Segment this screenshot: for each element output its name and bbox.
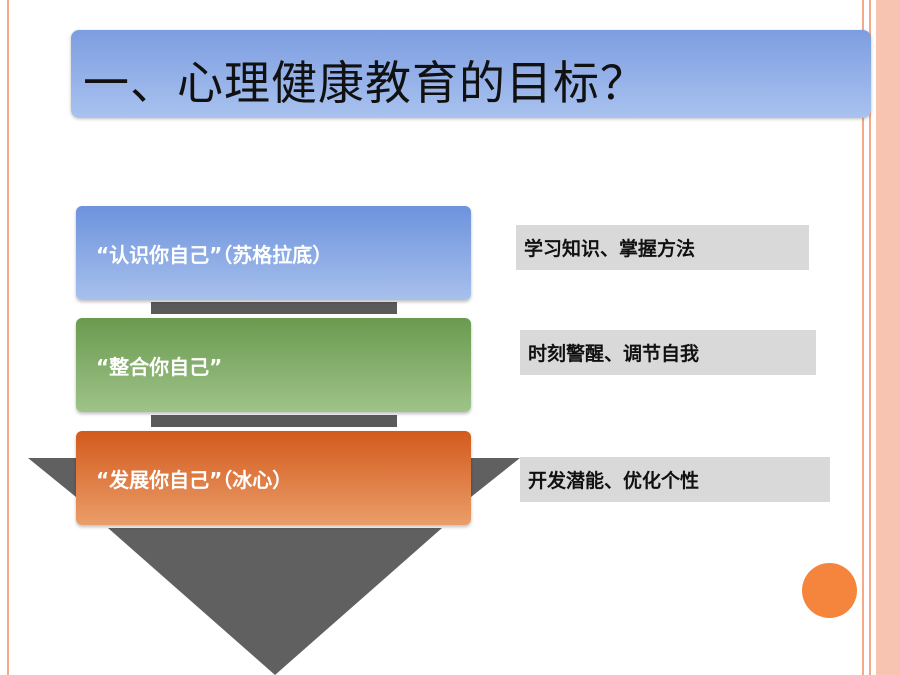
note-text: 开发潜能、优化个性 (528, 470, 700, 492)
title-bar (71, 30, 871, 118)
left-border-line (7, 0, 9, 675)
level-integrate-yourself: “整合你自己” (76, 318, 471, 412)
accent-circle (802, 563, 857, 618)
right-border-band (876, 0, 900, 675)
note-self-regulation: 时刻警醒、调节自我 (520, 330, 816, 375)
note-develop-potential: 开发潜能、优化个性 (520, 457, 830, 502)
right-border-line-1 (862, 0, 864, 675)
note-text: 时刻警醒、调节自我 (528, 343, 700, 365)
connector-bar-1 (151, 302, 397, 314)
note-learn-knowledge: 学习知识、掌握方法 (516, 225, 809, 270)
note-text: 学习知识、掌握方法 (524, 238, 696, 260)
level-develop-yourself: “发展你自己”（冰心） (76, 431, 471, 525)
level-label: “认识你自己”（苏格拉底） (96, 242, 333, 267)
slide-title: 一、心理健康教育的目标？ (83, 56, 647, 110)
connector-bar-2 (151, 415, 397, 427)
level-label: “整合你自己” (96, 354, 223, 379)
right-border-line-2 (869, 0, 871, 675)
funnel-right-wing (471, 458, 520, 497)
funnel-left-wing (28, 458, 76, 497)
level-label: “发展你自己”（冰心） (96, 467, 293, 492)
funnel-bottom-triangle (108, 528, 442, 675)
level-know-yourself: “认识你自己”（苏格拉底） (76, 206, 471, 300)
